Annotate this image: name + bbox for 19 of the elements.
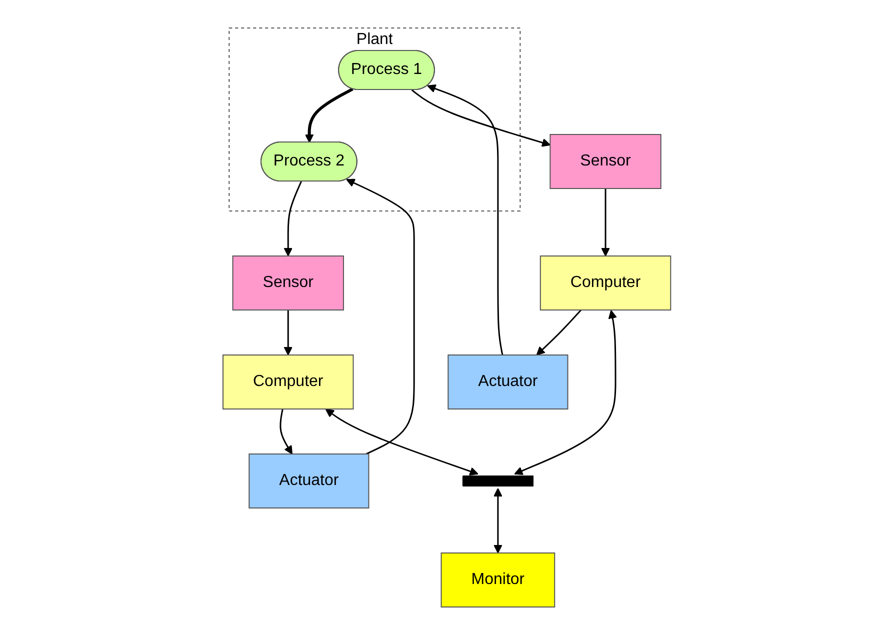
arrow: [536, 309, 582, 356]
node-box: Computer: [222, 354, 354, 410]
arrow: [284, 181, 302, 256]
node-box: Actuator: [448, 354, 568, 410]
arrow: [280, 408, 293, 454]
node-box: Computer: [540, 256, 672, 310]
arrow: [427, 84, 504, 356]
arrow: [601, 188, 610, 256]
node-box: Actuator: [248, 454, 370, 508]
arrow: [412, 89, 551, 147]
node-box: Monitor: [440, 552, 556, 608]
arrow: [305, 88, 354, 143]
arrow: [326, 408, 479, 476]
arrow: [346, 178, 415, 455]
arrow: [514, 310, 618, 475]
node-box: Sensor: [232, 256, 344, 310]
arrow: [284, 310, 293, 356]
node-box: Sensor: [550, 134, 662, 189]
arrow: [494, 488, 503, 554]
